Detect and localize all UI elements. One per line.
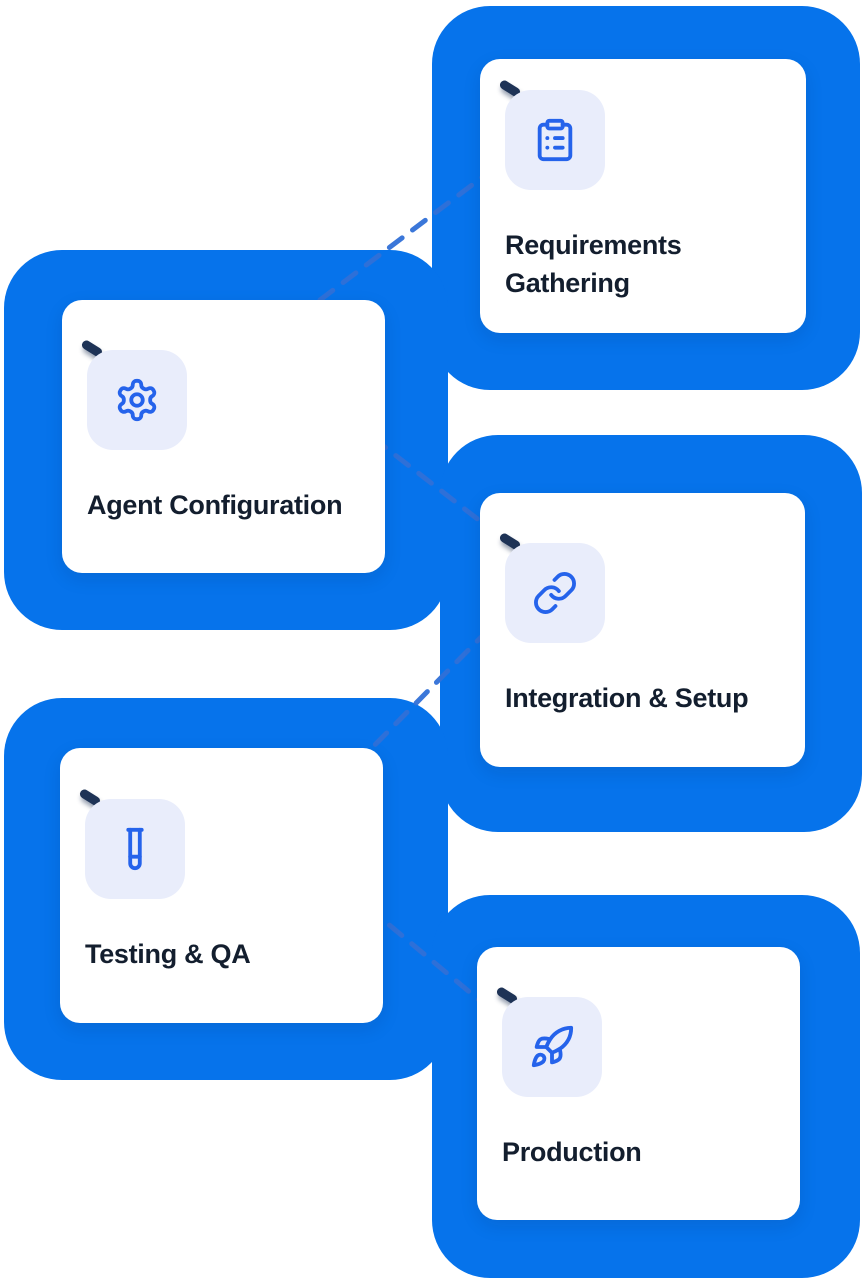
node-label: Requirements Gathering [505,230,682,298]
gear-icon [117,378,157,421]
node-label: Production [502,1136,642,1167]
icon-tile [505,543,605,643]
icon-tile [87,349,187,450]
link-icon [534,572,576,614]
workflow-card-production[interactable]: Production [477,947,800,1220]
node-label: Testing & QA [85,938,251,969]
workflow-card-requirements-gathering[interactable]: Requirements Gathering [480,59,806,333]
node-label: Integration & Setup [505,683,749,713]
test-tube-icon [126,827,144,870]
workflow-card-agent-configuration[interactable]: Agent Configuration [62,300,385,573]
workflow-card-testing-qa[interactable]: Testing & QA [60,748,383,1023]
node-label: Agent Configuration [87,489,343,520]
rocket-icon [531,1025,574,1067]
icon-tile [505,90,605,190]
workflow-card-integration-setup[interactable]: Integration & Setup [480,493,805,767]
icon-tile [502,996,602,1097]
clipboard-list-icon [537,118,573,162]
icon-tile [85,798,185,899]
